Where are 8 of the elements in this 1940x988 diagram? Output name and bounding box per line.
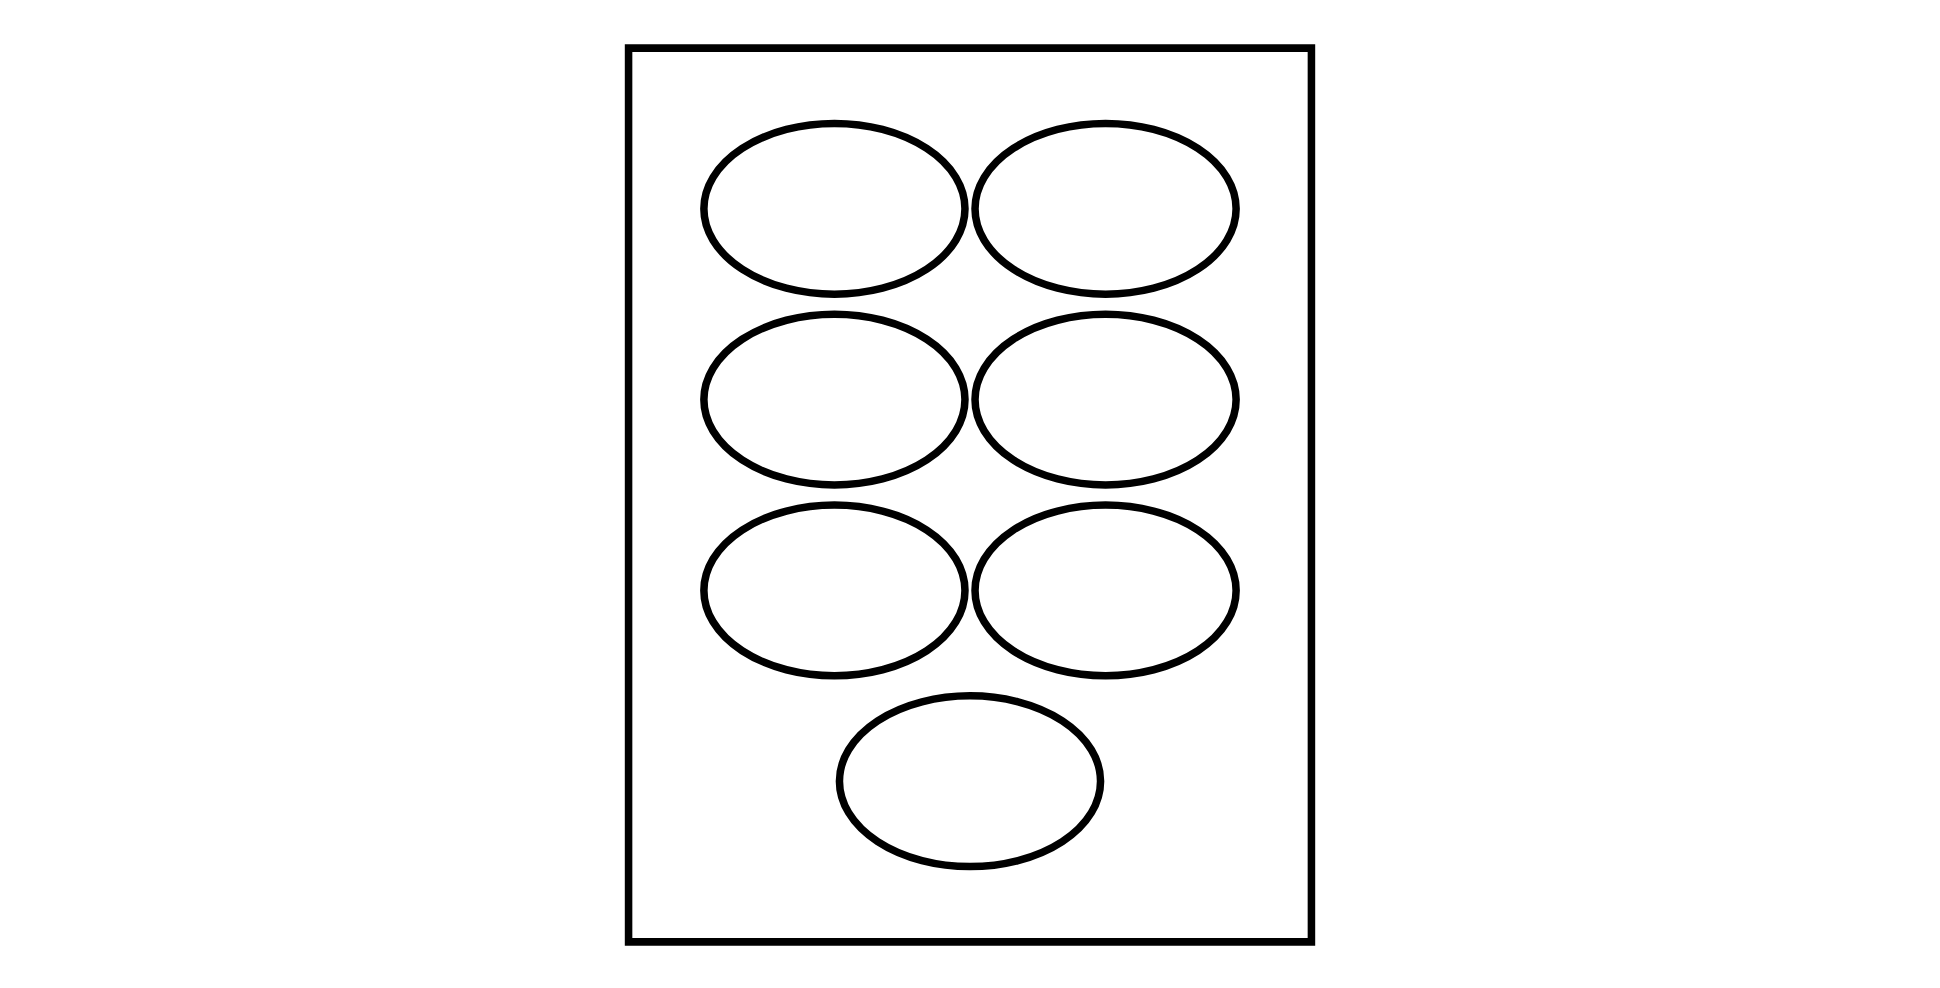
node-ellipse xyxy=(700,118,969,297)
node-ellipse xyxy=(971,309,1240,488)
node-ellipse xyxy=(700,309,969,488)
node-ellipse xyxy=(700,500,969,679)
node-ellipse xyxy=(971,118,1240,297)
node-ellipse xyxy=(835,691,1105,870)
node-ellipse xyxy=(971,500,1240,679)
cluster xyxy=(624,43,1316,945)
